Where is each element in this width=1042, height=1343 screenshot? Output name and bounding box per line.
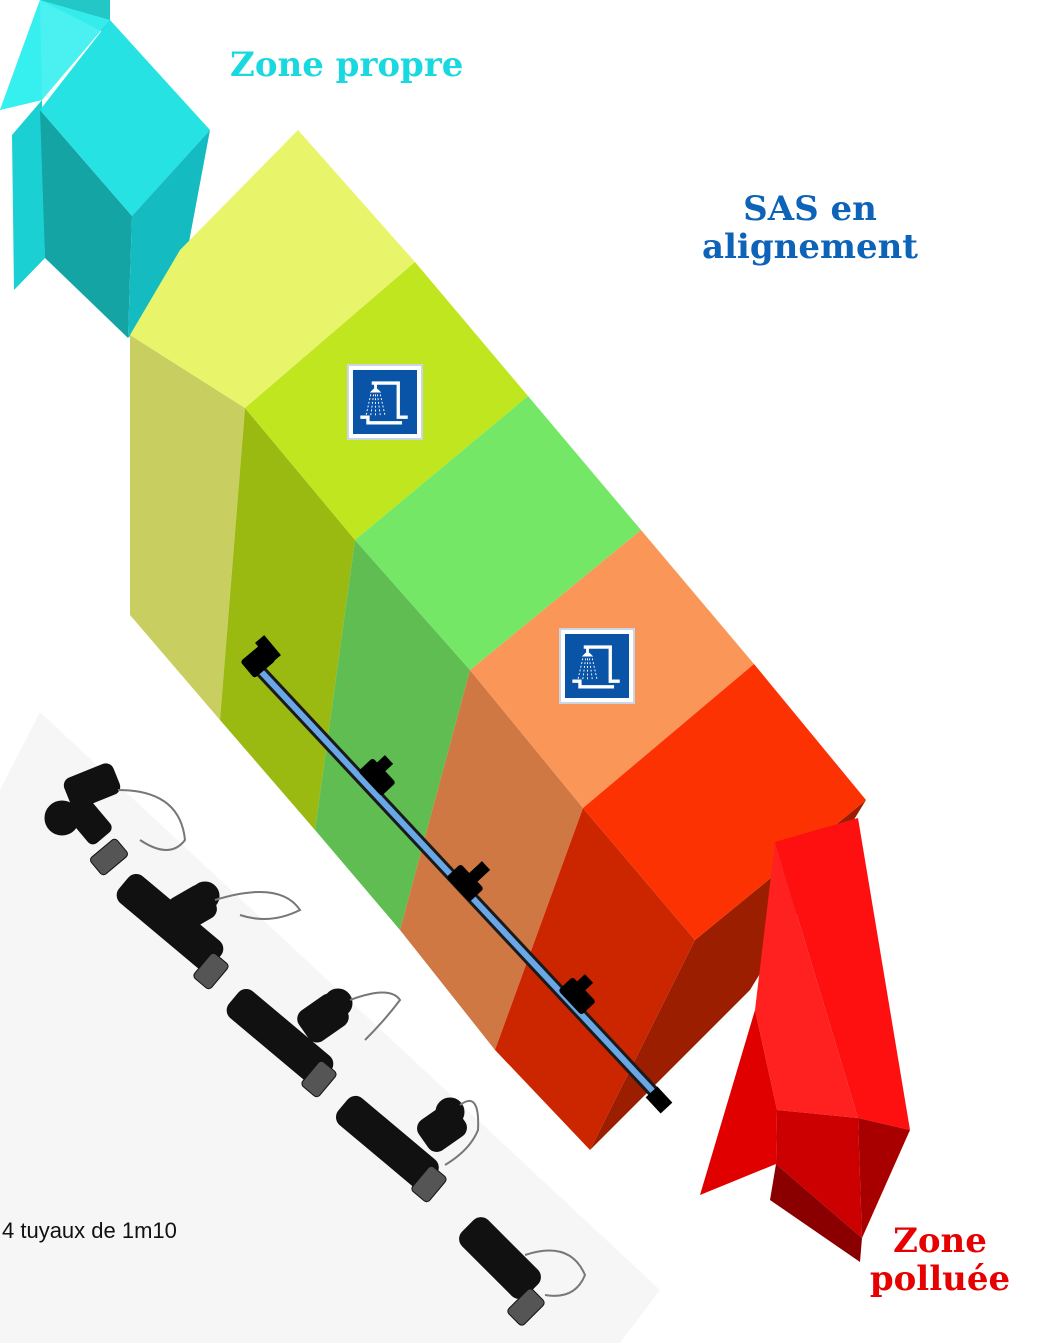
pipe-end-cap-icon — [645, 1086, 673, 1114]
sas-title: SAS en alignement — [660, 190, 960, 266]
water-pipe — [241, 635, 673, 1114]
module-1-top — [130, 130, 415, 408]
pipe-tee-icon-1 — [359, 755, 395, 796]
sas-title-line-2: alignement — [701, 227, 919, 268]
module-2-side — [220, 408, 355, 830]
pipe-tee-icon-3 — [559, 974, 595, 1015]
pipe-tee-icon-2 — [447, 861, 491, 902]
shower-sign-2 — [559, 628, 635, 704]
camlock-coupling-icon-4 — [335, 1095, 480, 1203]
clean-zone-label: Zone propre — [230, 45, 464, 85]
module-5-top — [583, 664, 866, 940]
polluted-zone-label-line-2: polluée — [869, 1259, 1011, 1300]
shower-icon — [572, 645, 620, 689]
camlock-coupling-icon-5 — [459, 1217, 587, 1326]
module-3-side — [315, 540, 470, 930]
module-4-side — [400, 670, 583, 1050]
camlock-coupling-icon-2 — [116, 873, 302, 990]
pipes-caption: 4 tuyaux de 1m10 — [2, 1218, 177, 1243]
hose-fittings-photo — [0, 712, 660, 1343]
polluted-zone-label-line-1: Zone — [893, 1221, 987, 1261]
polluted-zone-arrow-icon — [700, 818, 910, 1262]
shower-icon — [360, 381, 408, 425]
camlock-coupling-icon-3 — [226, 988, 402, 1098]
module-5-side — [495, 808, 695, 1150]
polluted-zone-label: Zone polluée — [845, 1222, 1035, 1298]
module-1-side — [130, 335, 245, 720]
pipe-elbow-icon — [241, 635, 281, 678]
module-3-top — [355, 396, 641, 670]
sas-title-line-1: SAS en — [743, 189, 877, 229]
shower-sign-1 — [347, 364, 423, 440]
camlock-coupling-icon-1 — [44, 763, 187, 876]
clean-zone-arrow-icon — [0, 0, 210, 338]
